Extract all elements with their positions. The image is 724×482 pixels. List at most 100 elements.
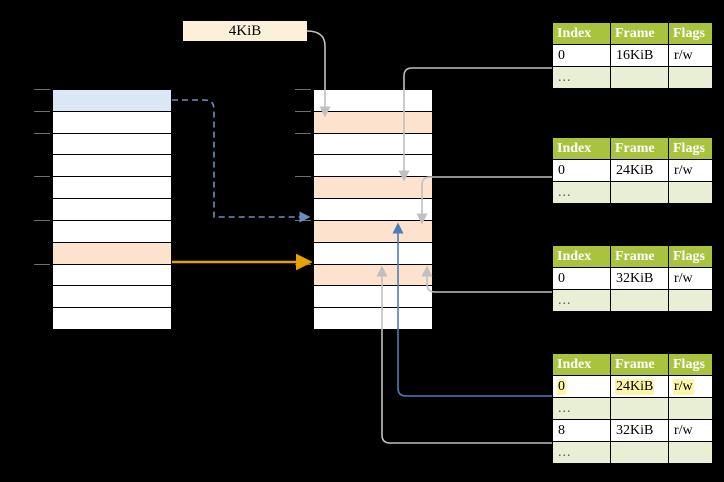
row-tick [295,132,311,134]
memory-cell [313,154,433,178]
memory-cell [313,132,433,156]
table-cell [668,289,713,312]
table-cell [610,397,669,420]
cell-value: 0 [558,47,565,63]
cell-value: r/w [674,270,693,286]
table-row: ... [552,66,713,89]
row-tick [295,89,311,90]
table-cell: 0 [552,267,611,290]
column-header-index: Index [552,22,611,45]
table-row: 0 16KiB r/w [552,44,713,67]
table-cell [610,66,669,89]
memory-cell [52,198,172,221]
table-cell: 24KiB [610,159,669,182]
table-cell: 8 [552,419,611,442]
memory-cell [313,198,433,221]
memory-cell [52,154,172,178]
table-cell [668,66,713,89]
cell-value: 16KiB [616,47,654,63]
memory-cell [313,241,433,265]
table-row: 0 32KiB r/w [552,267,713,290]
cell-value: r/w [674,422,693,438]
row-tick [34,263,50,265]
table-row: ... [552,397,713,420]
row-tick [295,263,311,265]
column-header-index: Index [552,245,611,268]
row-tick [34,176,50,178]
table-cell: r/w [668,375,713,398]
column-header-flags: Flags [668,245,713,268]
memory-cell [313,110,433,134]
page-size-label: 4KiB [183,21,307,41]
cell-value: 0 [558,270,565,286]
column-header-flags: Flags [668,137,713,160]
wire-pt3-to-memory [421,265,552,293]
memory-cell [52,89,172,112]
column-header-flags: Flags [668,22,713,45]
table-cell [610,441,669,464]
table-cell [668,441,713,464]
column-header-index: Index [552,137,611,160]
cell-value: 0 [557,378,566,395]
table-cell: 0 [552,159,611,182]
cell-value: r/w [673,378,694,395]
table-row: ... [552,441,713,464]
table-cell: r/w [668,44,713,67]
column-header-flags: Flags [668,353,713,376]
memory-cell [52,307,172,330]
cell-value: r/w [674,47,693,63]
memory-cell [52,132,172,156]
memory-cell [313,219,433,243]
table-row: 0 24KiB r/w [552,375,713,398]
wire-virtual-blue-dashed [172,99,311,223]
row-tick [295,110,311,112]
memory-cell [313,176,433,200]
table-cell: ... [552,66,611,89]
cell-value: r/w [674,162,693,178]
wire-pt2-to-memory [416,176,552,225]
column-header-frame: Frame [610,245,669,268]
table-row: 0 24KiB r/w [552,159,713,182]
cell-value: 24KiB [615,378,655,395]
memory-cell [313,285,433,309]
table-cell: ... [552,181,611,204]
cell-value: ... [558,69,572,85]
row-tick [34,219,50,221]
memory-cell [313,263,433,287]
row-tick [34,110,50,112]
table-cell: ... [552,441,611,464]
table-cell [668,397,713,420]
memory-cell [313,307,433,330]
physical-memory-column [295,89,433,330]
table-cell: r/w [668,267,713,290]
memory-cell [52,176,172,200]
table-cell: 32KiB [610,267,669,290]
cell-value: 0 [558,162,565,178]
cell-value: ... [558,292,572,308]
column-header-index: Index [552,353,611,376]
cell-value: 24KiB [616,162,654,178]
table-cell [610,289,669,312]
table-cell: r/w [668,419,713,442]
memory-cell [52,241,172,265]
column-header-frame: Frame [610,353,669,376]
table-cell: 0 [552,44,611,67]
memory-cell [313,89,433,112]
table-row: ... [552,289,713,312]
row-tick [34,89,50,90]
table-cell: r/w [668,159,713,182]
virtual-address-column [34,89,172,330]
memory-cell [52,263,172,287]
table-cell [668,181,713,204]
table-cell: 32KiB [610,419,669,442]
memory-cell [52,110,172,134]
table-cell: 16KiB [610,44,669,67]
